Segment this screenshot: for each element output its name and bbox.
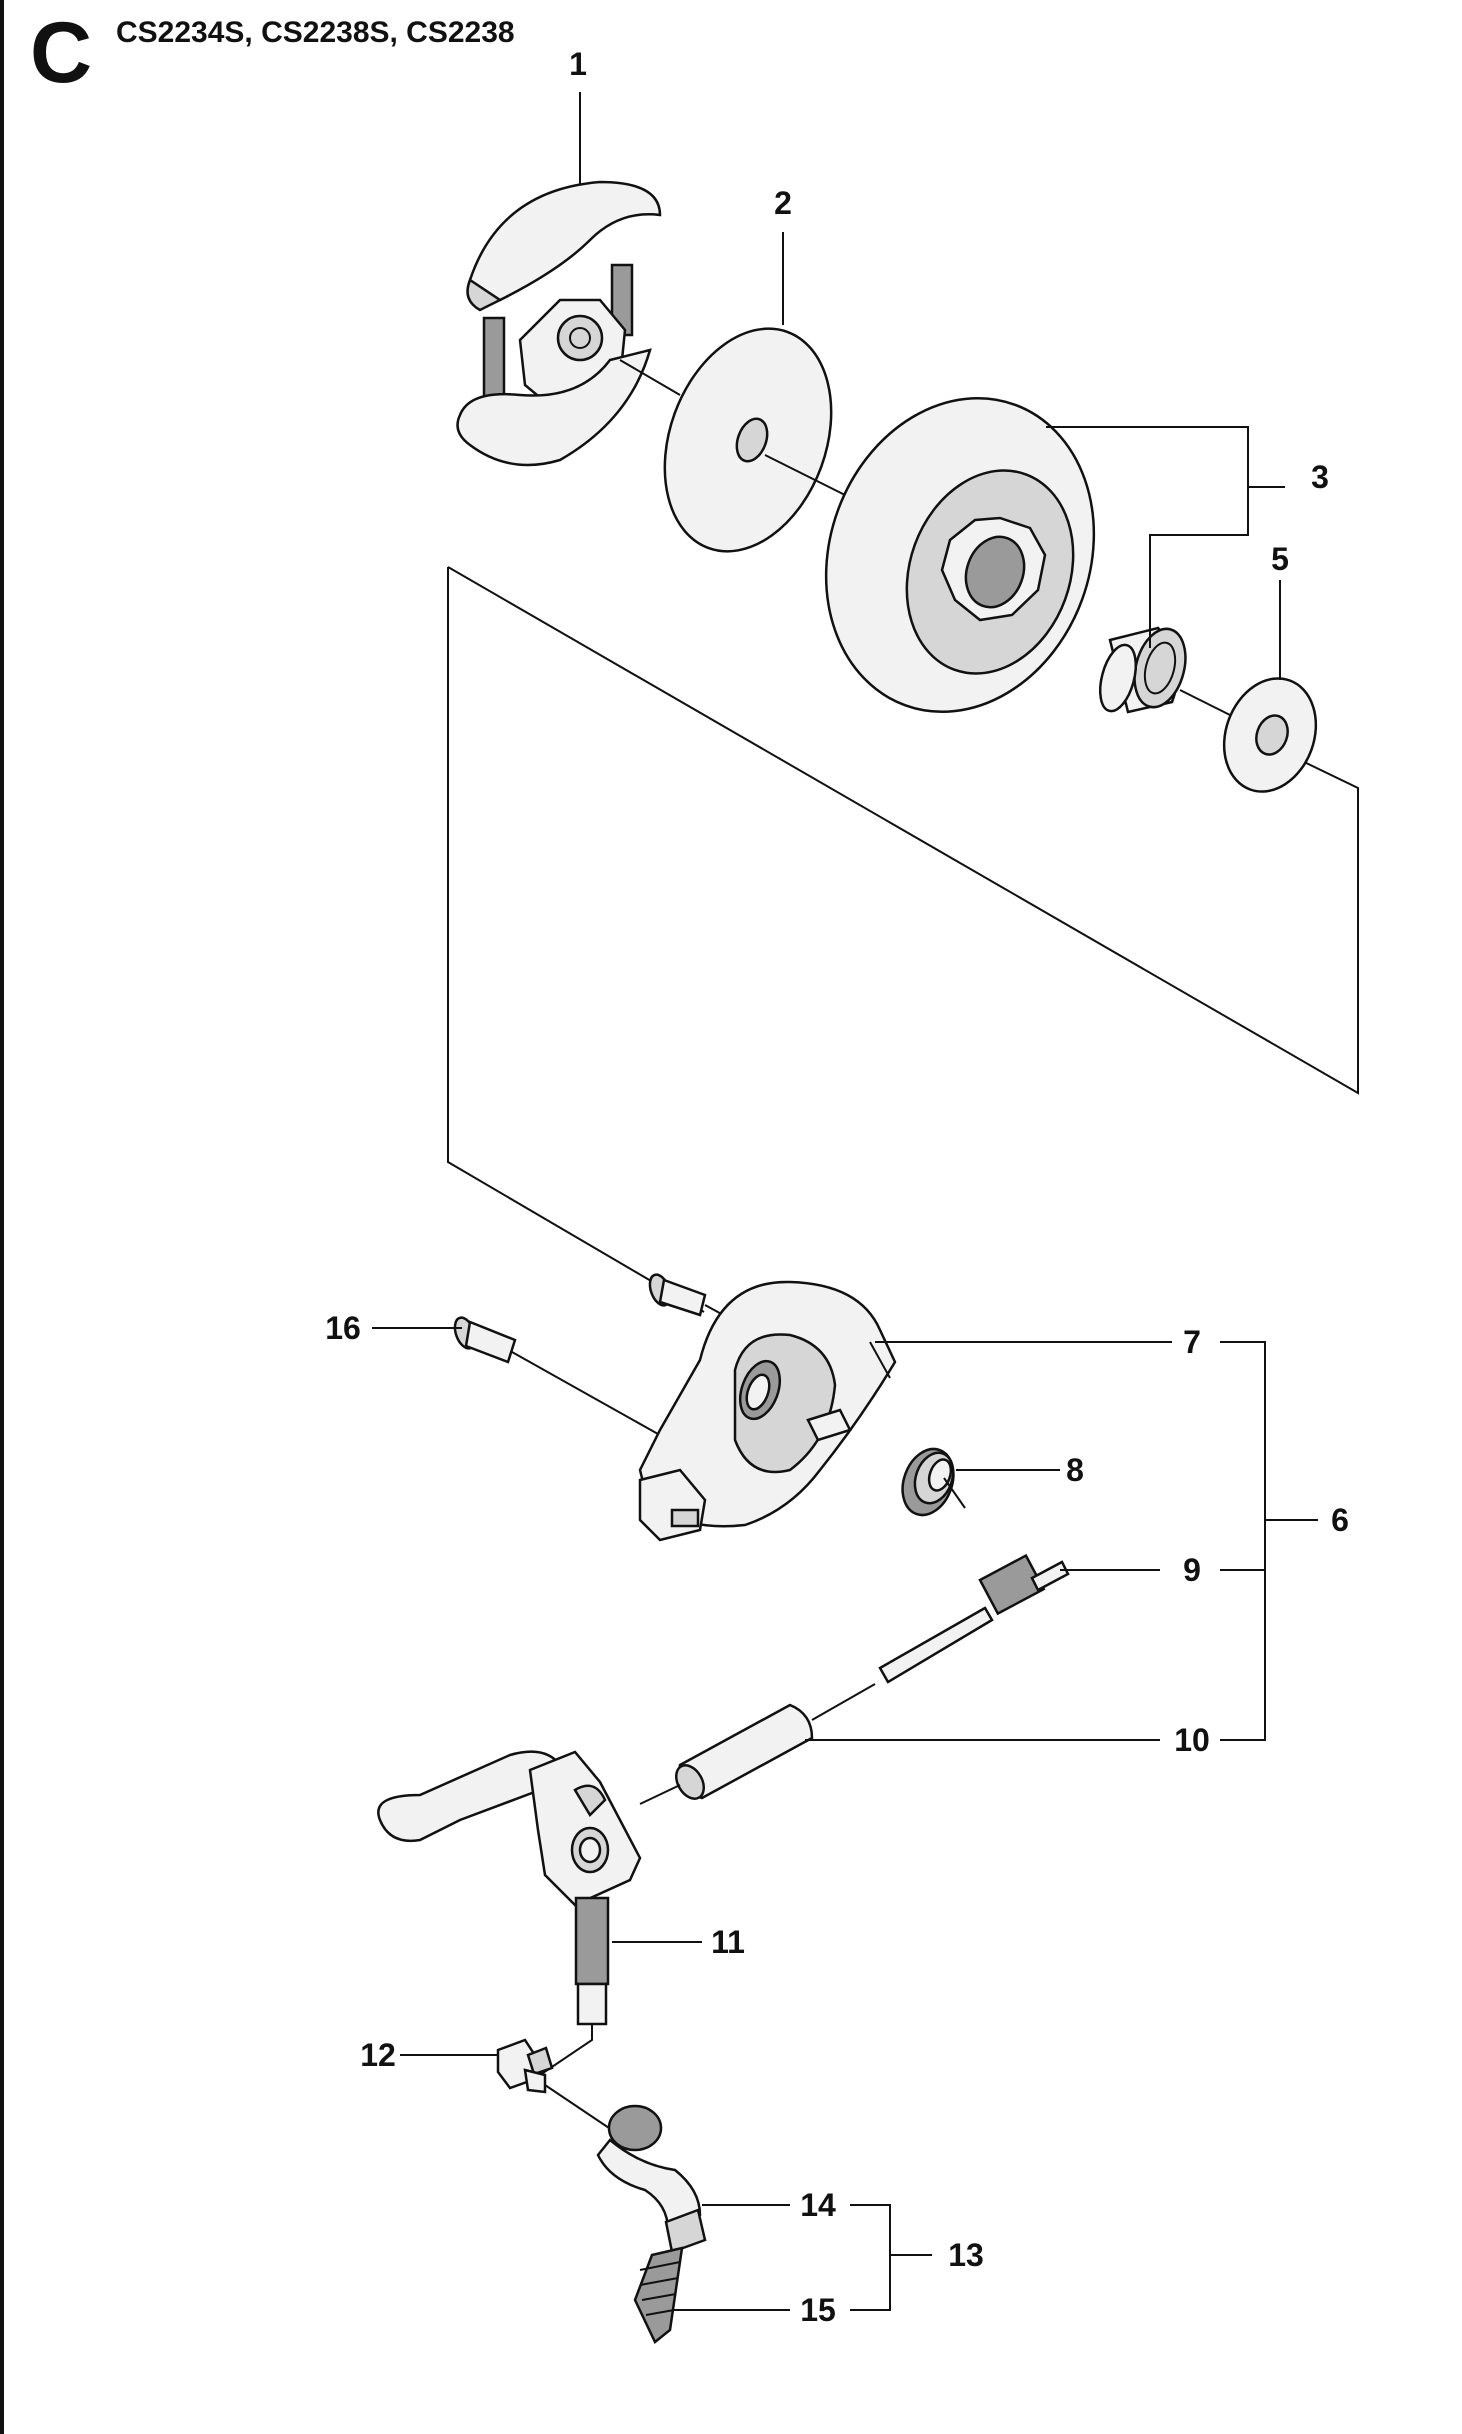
section-letter: C (30, 5, 93, 101)
thrust-washer-part (1222, 677, 1318, 793)
assembly-frame-line (447, 566, 1359, 1313)
callout-6: 6 (1331, 1502, 1349, 1538)
clutch-part (456, 180, 662, 467)
callout-2: 2 (774, 185, 792, 221)
worm-gear-part (878, 1553, 1070, 1684)
hose-11-to-12-line (539, 2024, 593, 2076)
callout-13: 13 (948, 2237, 984, 2273)
callout-7: 7 (1183, 1324, 1201, 1360)
upper-screw-part (648, 1273, 707, 1317)
callout-15: 15 (800, 2292, 836, 2328)
callout-14: 14 (800, 2187, 836, 2223)
leader-13 (850, 2204, 932, 2311)
housing-axis-line (869, 1341, 891, 1379)
callout-5: 5 (1271, 541, 1289, 577)
callout-1: 1 (569, 46, 587, 82)
nipple-part (496, 2038, 554, 2094)
pump-hose-part (574, 1896, 610, 2026)
callout-12: 12 (360, 2037, 396, 2073)
clutch-drum-part (824, 396, 1096, 714)
sleeve-to-gear-line (811, 1683, 876, 1721)
washer-axis-line (764, 454, 846, 496)
callout-3: 3 (1311, 459, 1329, 495)
nipple-axis-line (544, 2084, 613, 2131)
callout-11: 11 (711, 1924, 745, 1960)
leader-3 (1046, 426, 1285, 648)
page-border-line (0, 0, 4, 2434)
sleeve-part (675, 1703, 814, 1800)
callout-10: 10 (1174, 1722, 1210, 1758)
pump-housing-part (638, 1280, 897, 1542)
spring-part (901, 1447, 955, 1517)
pump-lever-part (377, 1750, 642, 1907)
sleeve-axis-line (639, 1784, 681, 1805)
filter-part (633, 2246, 684, 2344)
callout-9: 9 (1183, 1552, 1201, 1588)
hose-elbow-part (596, 2104, 707, 2254)
screw-16-axis-line (511, 1351, 659, 1435)
clutch-axis-line (619, 359, 681, 396)
spring-axis-line (943, 1477, 966, 1509)
screw-16-part (453, 1316, 517, 1364)
leader-6 (1220, 1341, 1318, 1741)
callout-16: 16 (325, 1310, 361, 1346)
needle-bearing-part (1098, 626, 1187, 714)
washer-plate-part (663, 327, 833, 553)
callout-8: 8 (1066, 1452, 1084, 1488)
model-list-title: CS2234S, CS2238S, CS2238 (116, 16, 515, 49)
